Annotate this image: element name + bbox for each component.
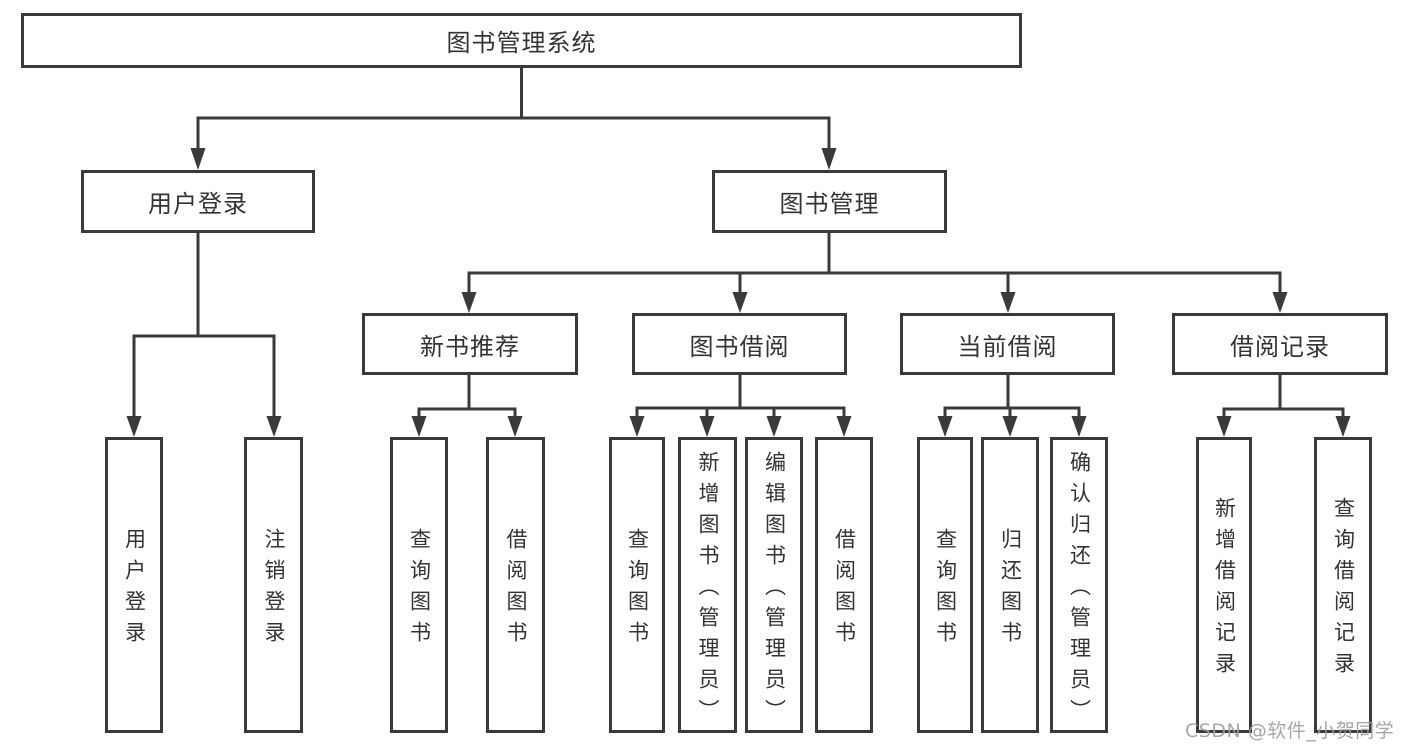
leaf-br-query-record: 查询借阅记录 xyxy=(1314,437,1372,733)
leaf-bb-query-books: 查询图书 xyxy=(609,437,665,733)
leaf-user-login: 用户登录 xyxy=(105,437,163,733)
node-new-book-recommend: 新书推荐 xyxy=(362,313,578,375)
leaf-bb-query-books-label: 查询图书 xyxy=(625,528,650,652)
leaf-bb-borrow-books-label: 借阅图书 xyxy=(832,528,857,652)
node-book-management: 图书管理 xyxy=(712,170,947,233)
leaf-cb-confirm-return-admin-label: 确认归还（管理员） xyxy=(1067,450,1092,730)
leaf-nb-borrow-books: 借阅图书 xyxy=(486,437,545,733)
arrowheads xyxy=(126,148,1351,437)
leaf-user-login-label: 用户登录 xyxy=(122,528,147,652)
leaf-bb-add-book-admin: 新增图书（管理员） xyxy=(678,437,737,733)
node-root-library-system: 图书管理系统 xyxy=(21,13,1022,68)
csdn-watermark: CSDN @软件_小贺同学 xyxy=(1185,720,1395,742)
leaf-logout-label: 注销登录 xyxy=(262,528,286,652)
leaf-logout: 注销登录 xyxy=(244,437,303,733)
leaf-nb-borrow-books-label: 借阅图书 xyxy=(504,528,528,652)
node-book-borrow: 图书借阅 xyxy=(632,313,847,375)
leaf-bb-borrow-books: 借阅图书 xyxy=(815,437,873,733)
leaf-cb-query-books-label: 查询图书 xyxy=(933,528,958,652)
leaf-cb-return-books-label: 归还图书 xyxy=(998,528,1023,652)
leaf-bb-edit-book-admin-label: 编辑图书（管理员） xyxy=(762,450,787,730)
leaf-bb-add-book-admin-label: 新增图书（管理员） xyxy=(696,450,720,730)
leaf-br-add-record-label: 新增借阅记录 xyxy=(1212,497,1237,683)
leaf-nb-query-books-label: 查询图书 xyxy=(407,528,432,652)
node-borrow-records: 借阅记录 xyxy=(1172,313,1388,375)
leaf-cb-confirm-return-admin: 确认归还（管理员） xyxy=(1050,437,1108,733)
leaf-nb-query-books: 查询图书 xyxy=(390,437,448,733)
node-current-borrow: 当前借阅 xyxy=(900,313,1115,375)
leaf-cb-return-books: 归还图书 xyxy=(981,437,1039,733)
node-user-login: 用户登录 xyxy=(81,170,315,233)
leaf-br-add-record: 新增借阅记录 xyxy=(1196,437,1252,733)
leaf-cb-query-books: 查询图书 xyxy=(917,437,973,733)
leaf-br-query-record-label: 查询借阅记录 xyxy=(1331,497,1356,683)
leaf-bb-edit-book-admin: 编辑图书（管理员） xyxy=(745,437,803,733)
